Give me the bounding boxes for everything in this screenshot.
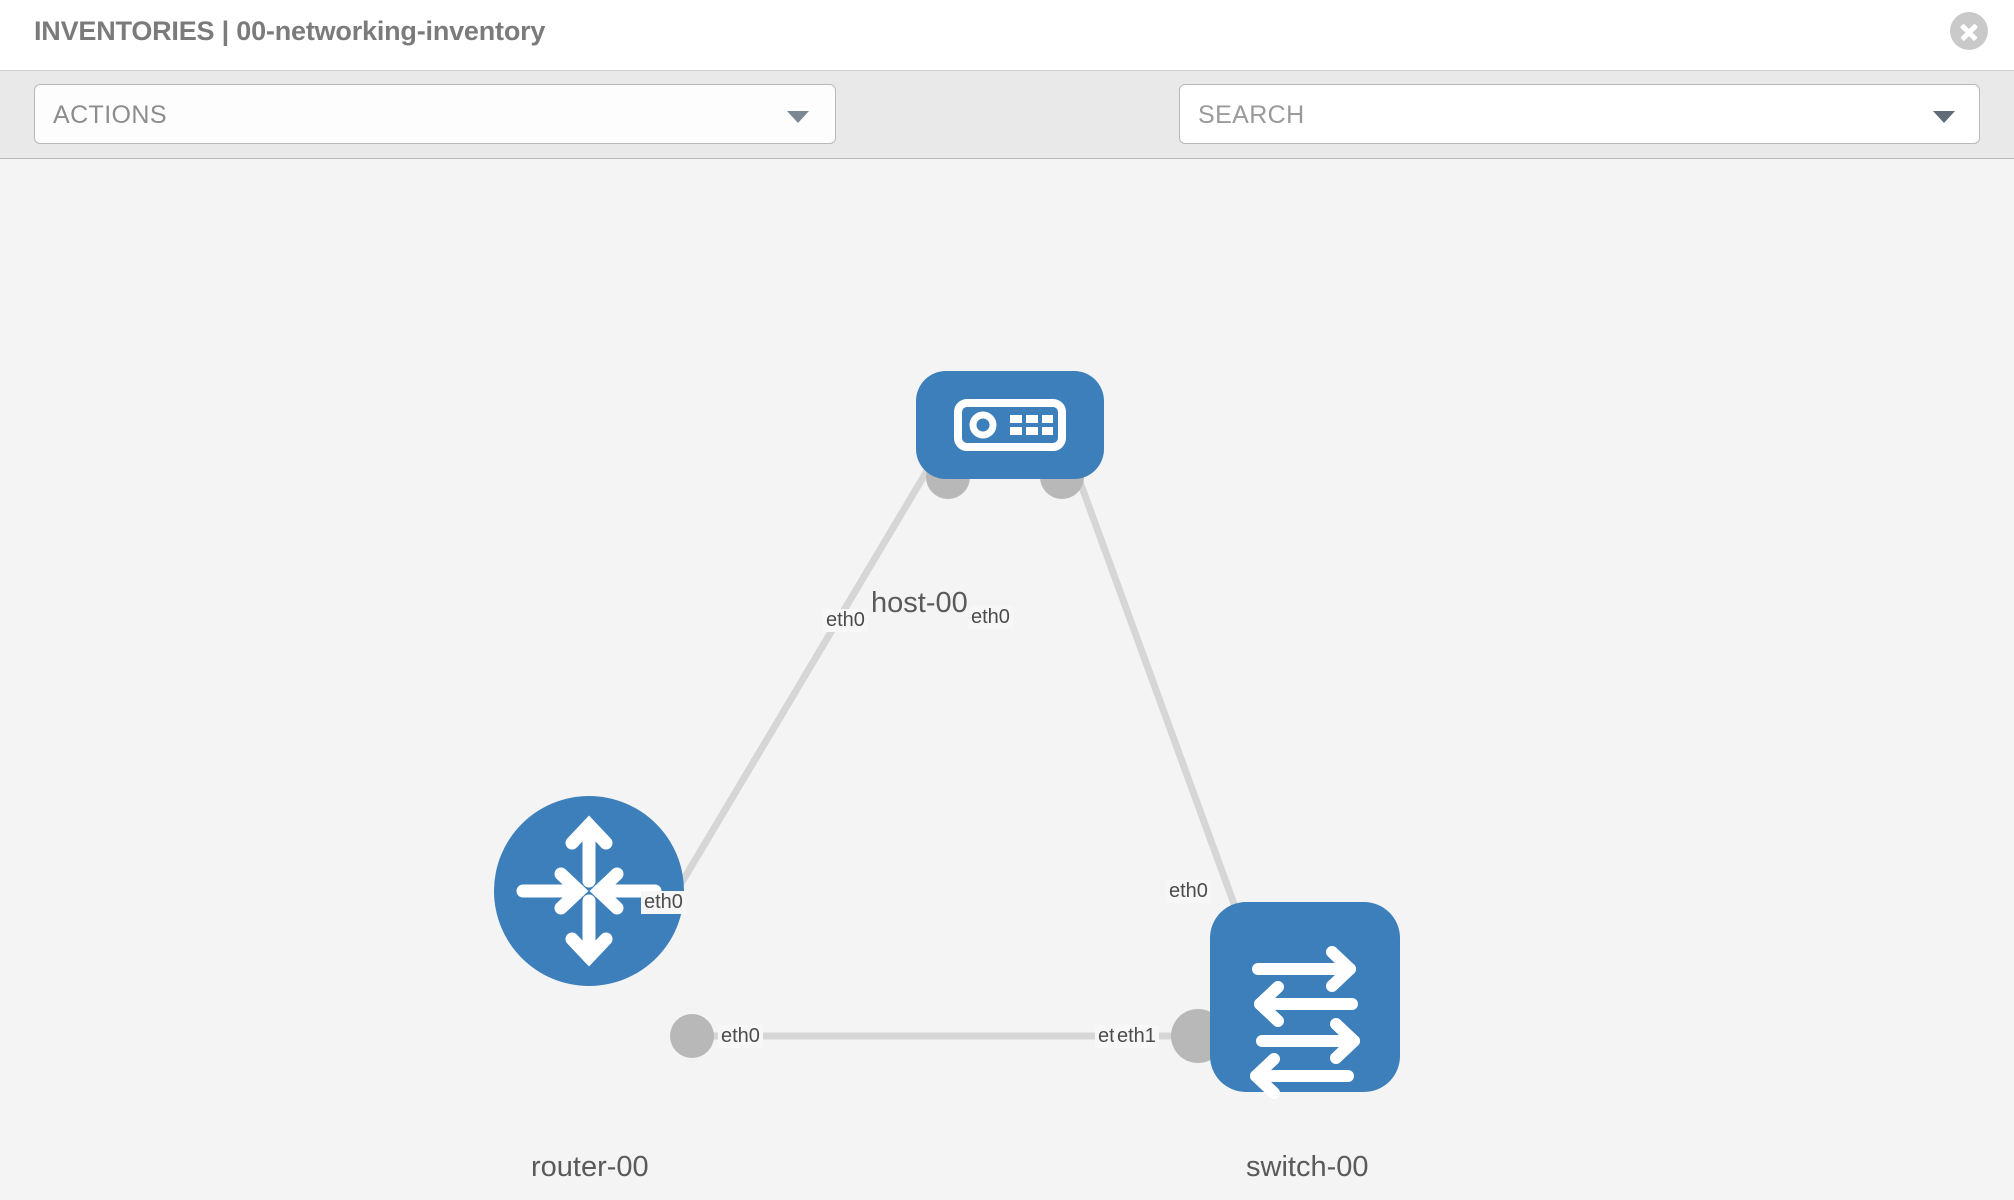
iface-label-host00-right: eth0 bbox=[968, 606, 1013, 629]
iface-label-switch00-uplink: eth0 bbox=[1166, 880, 1211, 903]
iface-label-host00-left: eth0 bbox=[823, 609, 868, 632]
node-switch-00[interactable] bbox=[1210, 902, 1400, 1099]
iface-label-router00-eth0: eth0 bbox=[718, 1025, 763, 1048]
switch-arrows-icon bbox=[1250, 946, 1360, 1099]
actions-dropdown[interactable]: ACTIONS bbox=[34, 84, 836, 144]
node-router-00[interactable] bbox=[494, 796, 684, 986]
chevron-down-icon[interactable] bbox=[1933, 111, 1955, 123]
topology-links bbox=[656, 447, 1249, 1040]
node-label-switch-00: switch-00 bbox=[1243, 1151, 1372, 1184]
iface-label-switch00-eth1: eth1 bbox=[1114, 1025, 1159, 1048]
topology-canvas[interactable]: eth0 eth0 eth0 eth0 eth0 eth0 eth1 host-… bbox=[0, 159, 2014, 1200]
page-title: INVENTORIES | 00-networking-inventory bbox=[34, 16, 546, 46]
search-placeholder: SEARCH bbox=[1198, 101, 1305, 129]
server-icon bbox=[954, 399, 1066, 451]
node-host-00[interactable] bbox=[916, 371, 1104, 479]
topology-graph bbox=[494, 371, 1400, 1099]
actions-dropdown-label: ACTIONS bbox=[53, 101, 167, 129]
chevron-down-icon bbox=[787, 111, 809, 123]
iface-label-router00-uplink: eth0 bbox=[641, 891, 686, 914]
link-host00-switch00[interactable] bbox=[1064, 447, 1249, 936]
router-arrows-icon bbox=[516, 815, 662, 967]
toolbar: ACTIONS SEARCH bbox=[0, 70, 2014, 199]
search-input[interactable]: SEARCH bbox=[1179, 84, 1980, 144]
close-icon[interactable] bbox=[1950, 12, 1988, 50]
node-label-host-00: host-00 bbox=[868, 587, 971, 620]
link-host00-router00[interactable] bbox=[656, 447, 944, 921]
page-header: INVENTORIES | 00-networking-inventory bbox=[0, 0, 2014, 70]
node-label-router-00: router-00 bbox=[528, 1151, 652, 1184]
connector-router00-right[interactable] bbox=[670, 1014, 714, 1058]
